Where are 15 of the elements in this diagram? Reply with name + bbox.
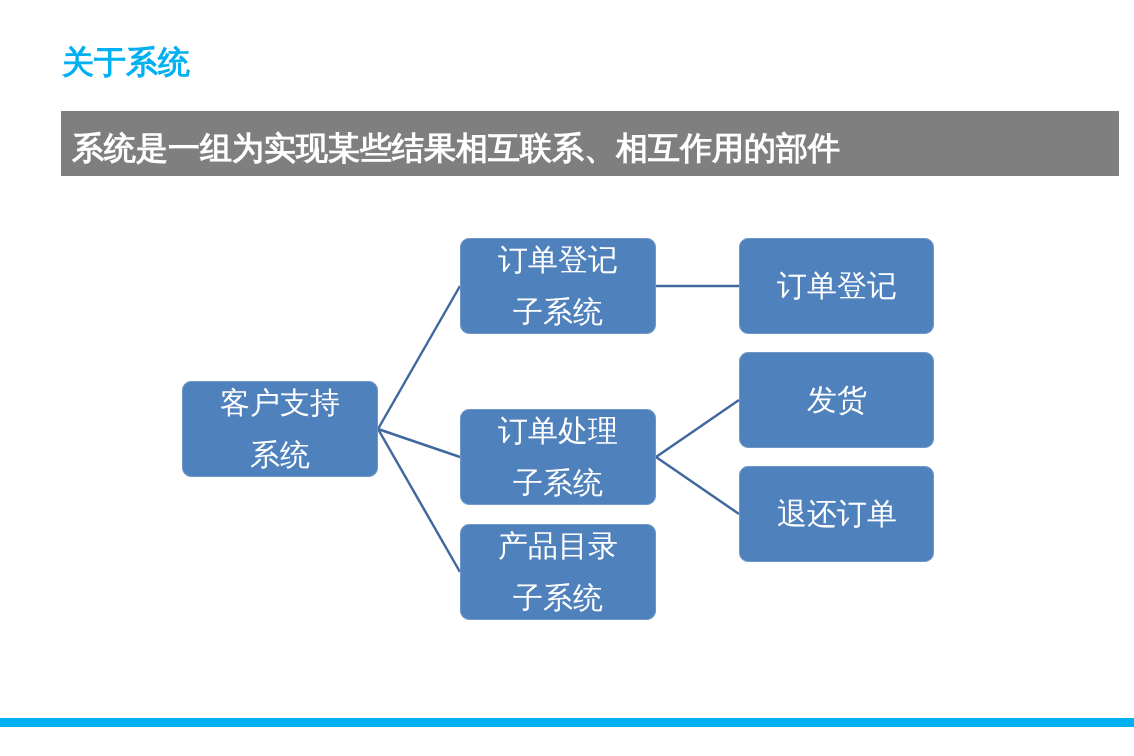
connector-line	[655, 455, 740, 516]
connector-line	[655, 398, 740, 459]
process-box: 订单处理子系统	[460, 409, 656, 505]
process-box: 客户支持系统	[182, 381, 378, 477]
process-box: 发货	[739, 352, 934, 448]
connector-line	[376, 428, 462, 573]
process-box: 退还订单	[739, 466, 934, 562]
connector-line	[656, 284, 739, 288]
title: 关于系统	[62, 42, 190, 83]
connector-line	[376, 285, 462, 430]
process-box: 订单登记子系统	[460, 238, 656, 334]
heading-banner: 系统是一组为实现某些结果相互联系、相互作用的部件	[61, 111, 1119, 176]
process-box: 订单登记	[739, 238, 934, 334]
connector-line	[377, 427, 461, 459]
process-box: 产品目录子系统	[460, 524, 656, 620]
